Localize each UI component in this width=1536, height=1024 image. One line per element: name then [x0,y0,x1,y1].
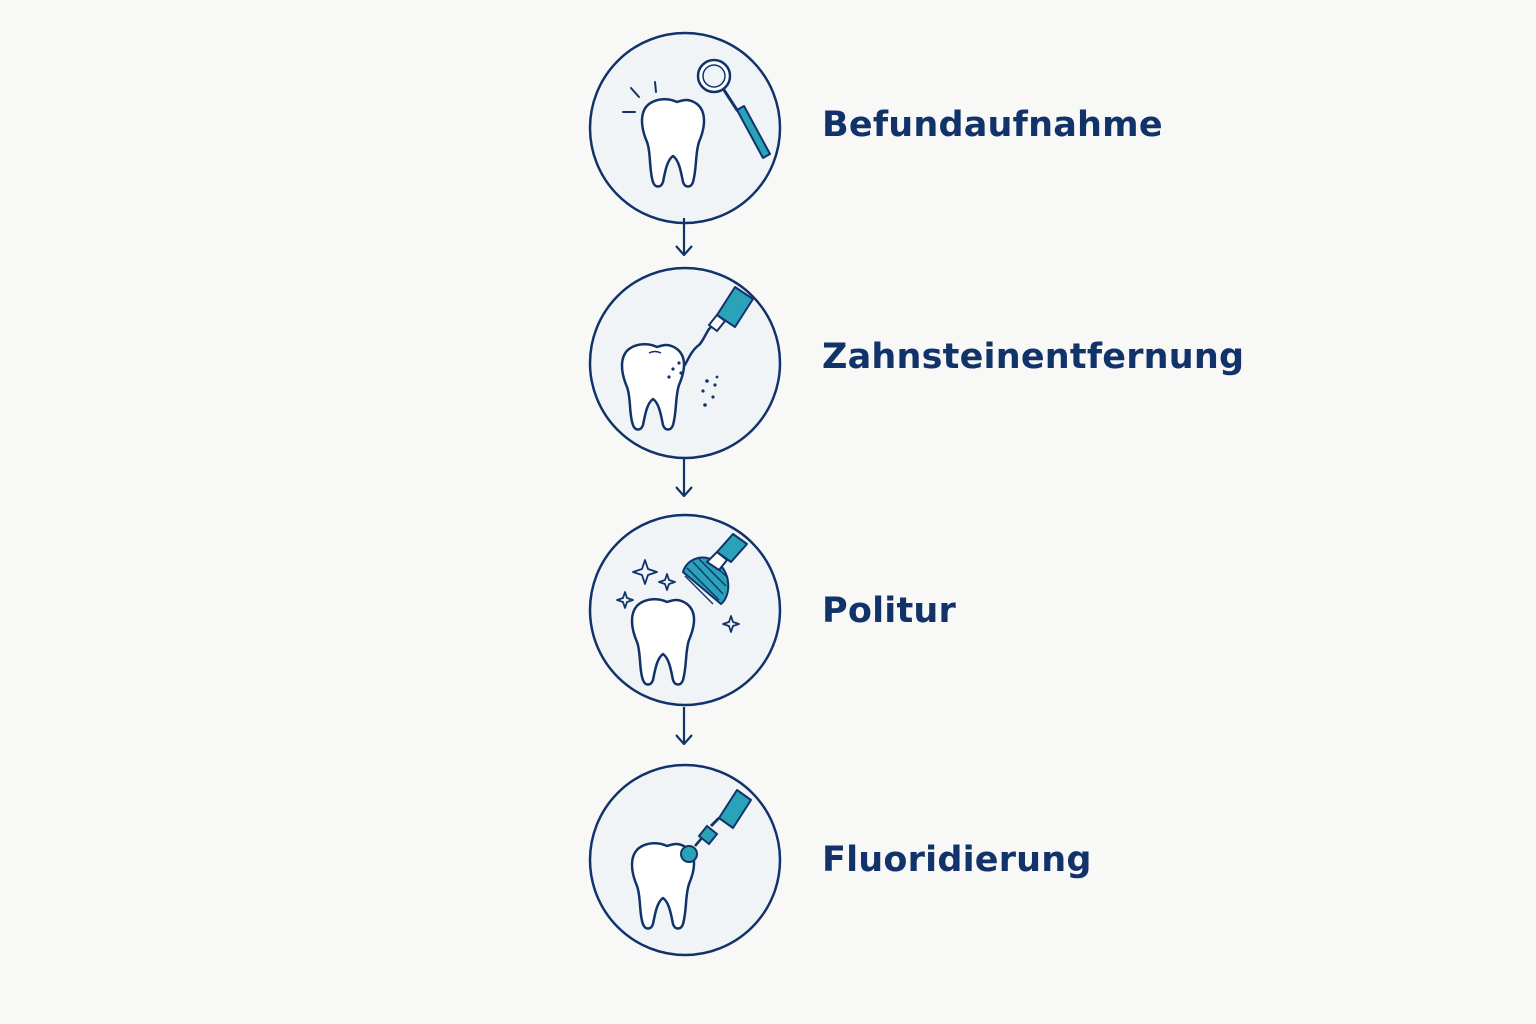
tooth-with-polishing-brush-icon [588,513,782,707]
tooth-with-fluoride-applicator-icon [588,763,782,957]
step-1-circle [587,30,783,226]
down-arrow-icon [672,216,696,260]
step-3-label: Politur [822,591,957,631]
step-2-label: Zahnsteinentfernung [822,337,1245,377]
step-1-label: Befundaufnahme [822,105,1163,145]
step-2-circle [587,265,783,461]
tooth-with-dental-mirror-icon [588,31,782,225]
step-4-label: Fluoridierung [822,840,1092,880]
step-4-circle [587,762,783,958]
tooth-with-scaler-icon [588,266,782,460]
down-arrow-icon [672,705,696,749]
down-arrow-icon [672,457,696,501]
step-3-circle [587,512,783,708]
